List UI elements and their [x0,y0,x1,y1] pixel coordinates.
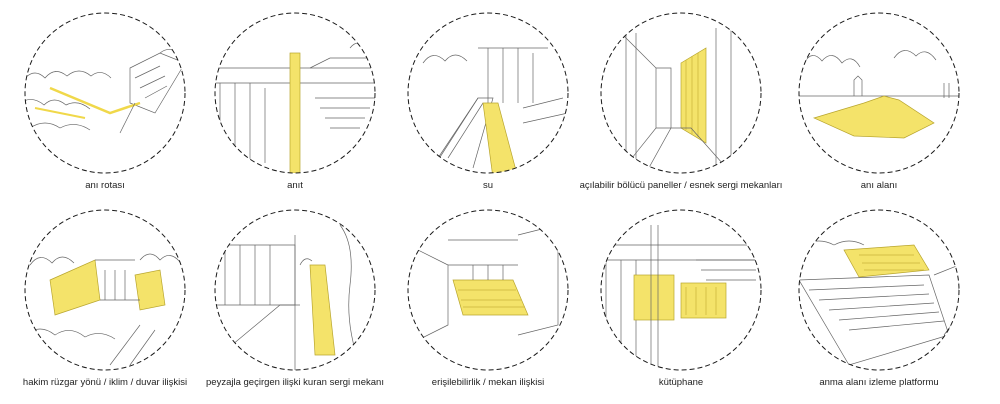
panel-label: hakim rüzgar yönü / iklim / duvar ilişki… [22,377,188,388]
panel-label: anma alanı izleme platformu [819,377,939,388]
sketch-anit [200,8,390,178]
panel-label: anıt [287,180,303,191]
panel-label: anı rotası [85,180,125,191]
sketch-kutuphane [586,205,776,375]
sketch-peyzaj-sergi [200,205,390,375]
panel-label: peyzajla geçirgen ilişki kuran sergi mek… [206,377,384,388]
sketch-ani-alani [784,8,974,178]
sketch-su [393,8,583,178]
panel-label: açılabilir bölücü paneller / esnek sergi… [579,180,783,191]
sketch-erisilebilirlik [393,205,583,375]
panel-label: anı alanı [860,180,898,191]
panel-label: su [482,180,494,191]
panel-label: kütüphane [658,377,704,388]
sketch-acilabilir-paneller [586,8,776,178]
sketch-anma-alani [784,205,974,375]
sketch-hakim-ruzgar [10,205,200,375]
sketch-ani-rotasi [10,8,200,178]
panel-label: erişilebilirlik / mekan ilişkisi [431,377,545,388]
